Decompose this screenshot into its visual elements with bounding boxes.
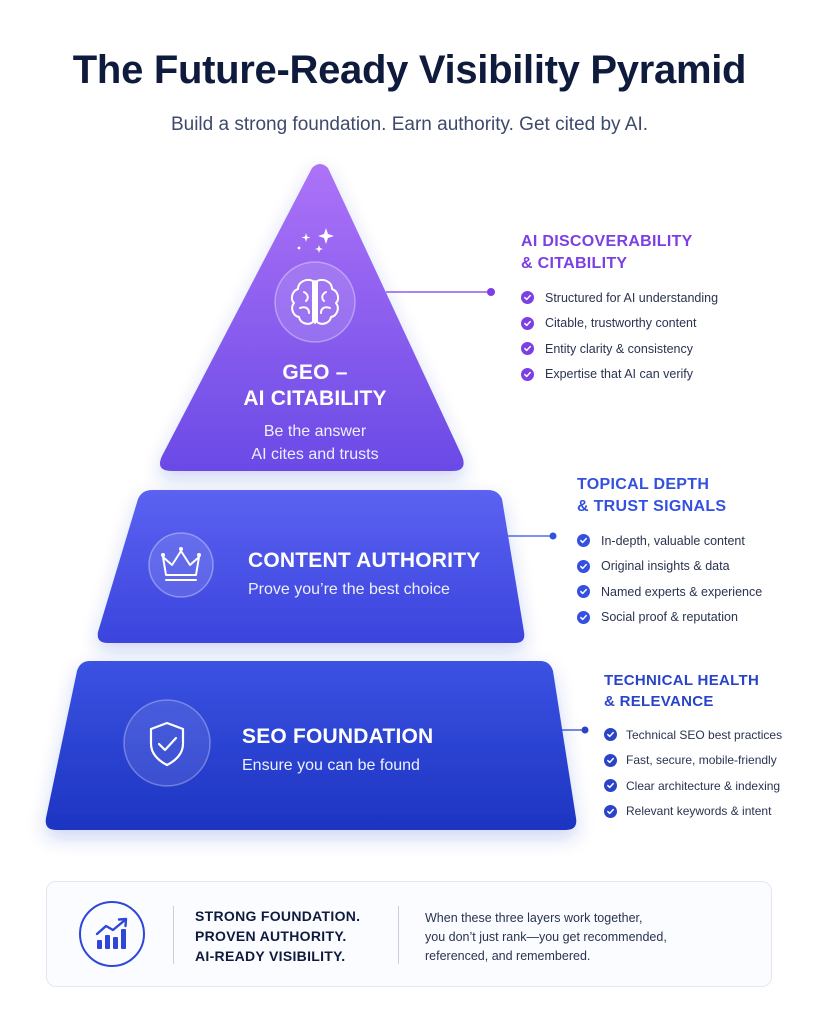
check-circle-icon bbox=[577, 559, 590, 573]
list-item-label: Entity clarity & consistency bbox=[545, 341, 693, 356]
list-item: Expertise that AI can verify bbox=[521, 362, 781, 388]
check-circle-icon bbox=[604, 804, 617, 818]
crown-icon bbox=[148, 532, 214, 598]
shield-check-icon bbox=[123, 699, 211, 787]
check-circle-icon bbox=[521, 367, 534, 381]
panel-technical-health-heading: TECHNICAL HEALTH & RELEVANCE bbox=[604, 670, 814, 712]
brain-icon bbox=[274, 261, 356, 343]
list-item: Clear architecture & indexing bbox=[604, 773, 814, 799]
list-item-label: Citable, trustworthy content bbox=[545, 316, 697, 331]
panel-heading-line2: & RELEVANCE bbox=[604, 693, 714, 710]
tier-seo: SEO FOUNDATION Ensure you can be found bbox=[242, 724, 532, 777]
panel-topical-depth-heading: TOPICAL DEPTH & TRUST SIGNALS bbox=[577, 474, 807, 518]
tier-content: CONTENT AUTHORITY Prove you’re the best … bbox=[248, 548, 508, 601]
list-item: Original insights & data bbox=[577, 554, 807, 580]
panel-technical-health-list: Technical SEO best practices Fast, secur… bbox=[604, 722, 814, 824]
list-item-label: In-depth, valuable content bbox=[601, 533, 745, 548]
footer-tagline-line: AI-READY VISIBILITY. bbox=[195, 948, 346, 964]
check-circle-icon bbox=[577, 534, 590, 548]
list-item: Structured for AI understanding bbox=[521, 285, 781, 311]
check-circle-icon bbox=[604, 728, 617, 742]
list-item: Named experts & experience bbox=[577, 579, 807, 605]
tier-seo-subtitle: Ensure you can be found bbox=[242, 757, 420, 774]
footer-summary-card: STRONG FOUNDATION. PROVEN AUTHORITY. AI-… bbox=[46, 881, 772, 987]
tier-content-shape bbox=[97, 490, 525, 643]
list-item-label: Expertise that AI can verify bbox=[545, 367, 693, 382]
check-circle-icon bbox=[577, 610, 590, 624]
tier-geo-title-line2: AI CITABILITY bbox=[243, 387, 387, 410]
tier-geo-subtitle-line1: Be the answer bbox=[263, 423, 367, 440]
check-circle-icon bbox=[577, 585, 590, 599]
list-item-label: Structured for AI understanding bbox=[545, 290, 719, 305]
panel-ai-discoverability: AI DISCOVERABILITY & CITABILITY Structur… bbox=[521, 231, 781, 387]
panel-heading-line2: & CITABILITY bbox=[521, 255, 628, 272]
footer-tagline: STRONG FOUNDATION. PROVEN AUTHORITY. AI-… bbox=[195, 906, 360, 966]
tier-geo-subtitle-line2: AI cites and trusts bbox=[251, 446, 379, 463]
list-item: Relevant keywords & intent bbox=[604, 799, 814, 825]
list-item: Technical SEO best practices bbox=[604, 722, 814, 748]
footer-tagline-line: STRONG FOUNDATION. bbox=[195, 908, 361, 924]
visibility-pyramid bbox=[45, 164, 589, 830]
panel-heading-line2: & TRUST SIGNALS bbox=[577, 498, 727, 515]
panel-heading-line1: TECHNICAL HEALTH bbox=[604, 672, 760, 689]
panel-topical-depth: TOPICAL DEPTH & TRUST SIGNALS In-depth, … bbox=[577, 474, 807, 630]
list-item-label: Clear architecture & indexing bbox=[626, 778, 781, 793]
connector-seo bbox=[560, 726, 589, 734]
list-item-label: Social proof & reputation bbox=[601, 610, 738, 625]
tier-geo: GEO – AI CITABILITY Be the answer AI cit… bbox=[210, 360, 420, 466]
growth-chart-icon bbox=[79, 901, 145, 967]
list-item: Social proof & reputation bbox=[577, 605, 807, 631]
tier-content-title: CONTENT AUTHORITY bbox=[248, 549, 481, 572]
check-circle-icon bbox=[604, 779, 617, 793]
panel-ai-discoverability-list: Structured for AI understanding Citable,… bbox=[521, 285, 781, 387]
footer-description: When these three layers work together, y… bbox=[425, 909, 745, 966]
list-item: In-depth, valuable content bbox=[577, 528, 807, 554]
page-title: The Future-Ready Visibility Pyramid bbox=[72, 48, 747, 92]
list-item: Fast, secure, mobile-friendly bbox=[604, 748, 814, 774]
footer-description-line: When these three layers work together, bbox=[425, 911, 643, 925]
footer-divider bbox=[398, 906, 399, 964]
footer-description-line: you don’t just rank—you get recommended, bbox=[425, 930, 667, 944]
sparkle-icon bbox=[297, 228, 334, 253]
footer-tagline-line: PROVEN AUTHORITY. bbox=[195, 928, 347, 944]
tier-seo-title: SEO FOUNDATION bbox=[242, 725, 434, 748]
footer-divider bbox=[173, 906, 174, 964]
tier-content-subtitle: Prove you’re the best choice bbox=[248, 581, 450, 598]
panel-ai-discoverability-heading: AI DISCOVERABILITY & CITABILITY bbox=[521, 231, 781, 275]
footer-description-line: referenced, and remembered. bbox=[425, 949, 591, 963]
page-subtitle: Build a strong foundation. Earn authorit… bbox=[170, 114, 649, 135]
tier-seo-shape bbox=[45, 661, 577, 830]
check-circle-icon bbox=[521, 342, 534, 356]
panel-topical-depth-list: In-depth, valuable content Original insi… bbox=[577, 528, 807, 630]
tier-geo-title-line1: GEO – bbox=[282, 361, 348, 384]
list-item-label: Named experts & experience bbox=[601, 584, 763, 599]
panel-heading-line1: TOPICAL DEPTH bbox=[577, 476, 710, 493]
connector-geo bbox=[386, 288, 495, 296]
panel-heading-line1: AI DISCOVERABILITY bbox=[521, 233, 693, 250]
list-item-label: Technical SEO best practices bbox=[626, 727, 783, 742]
list-item-label: Fast, secure, mobile-friendly bbox=[626, 753, 777, 768]
tier-geo-shape bbox=[159, 164, 464, 471]
panel-technical-health: TECHNICAL HEALTH & RELEVANCE Technical S… bbox=[604, 670, 814, 824]
list-item-label: Relevant keywords & intent bbox=[626, 804, 772, 819]
list-item: Entity clarity & consistency bbox=[521, 336, 781, 362]
list-item-label: Original insights & data bbox=[601, 559, 730, 574]
check-circle-icon bbox=[521, 316, 534, 330]
list-item: Citable, trustworthy content bbox=[521, 311, 781, 337]
check-circle-icon bbox=[604, 753, 617, 767]
check-circle-icon bbox=[521, 291, 534, 305]
